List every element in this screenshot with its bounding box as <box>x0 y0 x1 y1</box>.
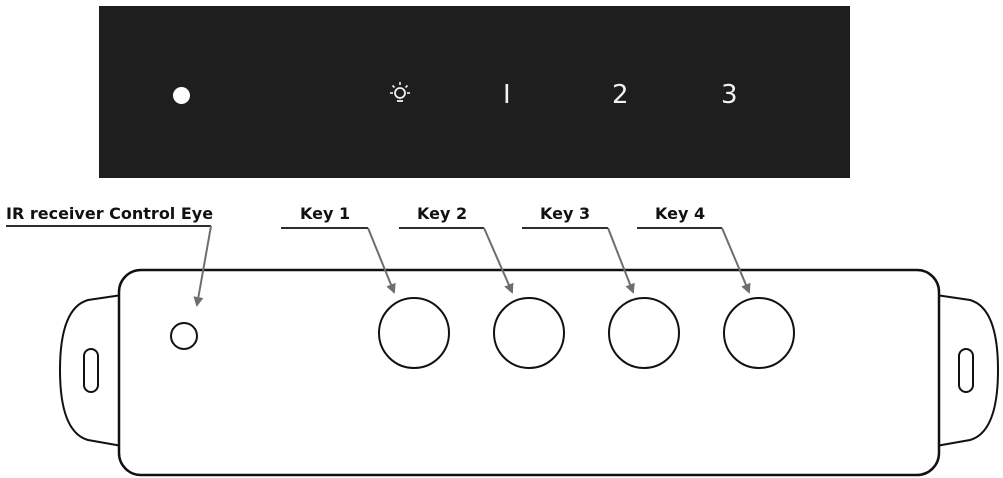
key-2-label: Key 2 <box>417 204 468 223</box>
ir-receiver-eye <box>170 322 198 350</box>
key-label-2: 2 <box>612 80 629 110</box>
callout-key-2 <box>399 227 514 294</box>
callout-key-3 <box>522 227 635 294</box>
key-label-3: 3 <box>721 80 738 110</box>
key-label-1: I <box>503 80 511 110</box>
ir-receiver-label: IR receiver Control Eye <box>6 204 214 223</box>
right-mounting-tab <box>935 294 1000 447</box>
right-mounting-slot <box>958 348 974 393</box>
key-4-button <box>723 297 795 369</box>
key-2-button <box>493 297 565 369</box>
key-3-button <box>608 297 680 369</box>
callout-key-4 <box>637 227 751 294</box>
key-3-label: Key 3 <box>540 204 591 223</box>
light-bulb-icon <box>390 82 410 102</box>
control-panel-photo: I 2 3 <box>99 6 850 178</box>
key-4-label: Key 4 <box>655 204 706 223</box>
callout-ir <box>6 225 212 307</box>
indicator-light <box>173 87 190 104</box>
key-1-label: Key 1 <box>300 204 351 223</box>
left-mounting-slot <box>83 348 99 393</box>
callout-key-1 <box>281 227 396 294</box>
left-mounting-tab <box>58 294 123 447</box>
key-1-button <box>378 297 450 369</box>
